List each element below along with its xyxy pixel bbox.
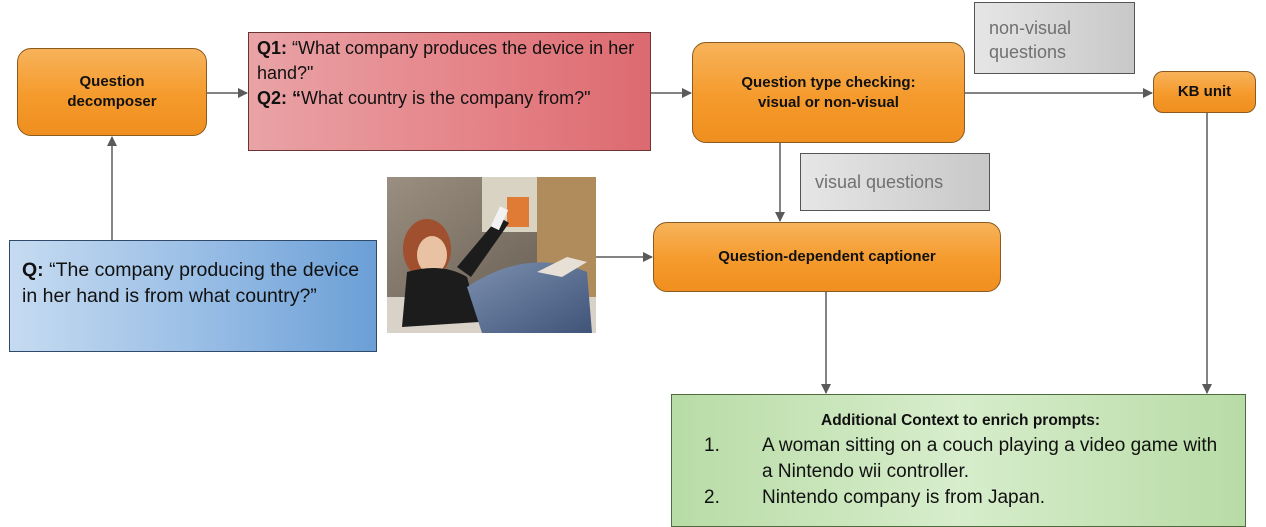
q1-text: “What company produces the device in her…: [257, 38, 635, 83]
q1-label: Q1:: [257, 38, 288, 58]
kb-unit-node: KB unit: [1153, 71, 1256, 113]
additional-context-box: Additional Context to enrich prompts: 1.…: [671, 394, 1246, 527]
visual-questions-label: visual questions: [800, 153, 990, 211]
context-item: 2. Nintendo company is from Japan.: [696, 485, 1225, 511]
input-photo: [387, 177, 596, 333]
sub-question-2: Q2: “What country is the company from?": [257, 86, 642, 111]
sub-questions-box: Q1: “What company produces the device in…: [248, 32, 651, 151]
context-item-number: 1.: [704, 435, 720, 456]
photo-illustration: [387, 177, 596, 333]
question-type-check-node: Question type checking: visual or non-vi…: [692, 42, 965, 143]
context-title: Additional Context to enrich prompts:: [821, 412, 1100, 429]
main-question-text: “The company producing the device in her…: [22, 259, 360, 307]
q2-text: What country is the company from?": [301, 88, 591, 108]
context-item-text: A woman sitting on a couch playing a vid…: [762, 435, 1218, 482]
context-item-text: Nintendo company is from Japan.: [762, 487, 1046, 508]
context-item-number: 2.: [704, 487, 720, 508]
sub-question-1: Q1: “What company produces the device in…: [257, 36, 642, 86]
question-decomposer-node: Question decomposer: [17, 48, 207, 136]
captioner-node: Question-dependent captioner: [653, 222, 1001, 292]
main-question-box: Q: “The company producing the device in …: [9, 240, 377, 352]
main-question-label: Q:: [22, 259, 44, 281]
non-visual-questions-label: non-visual questions: [974, 2, 1135, 74]
q2-label: Q2: “: [257, 88, 302, 108]
context-item: 1. A woman sitting on a couch playing a …: [696, 433, 1225, 485]
